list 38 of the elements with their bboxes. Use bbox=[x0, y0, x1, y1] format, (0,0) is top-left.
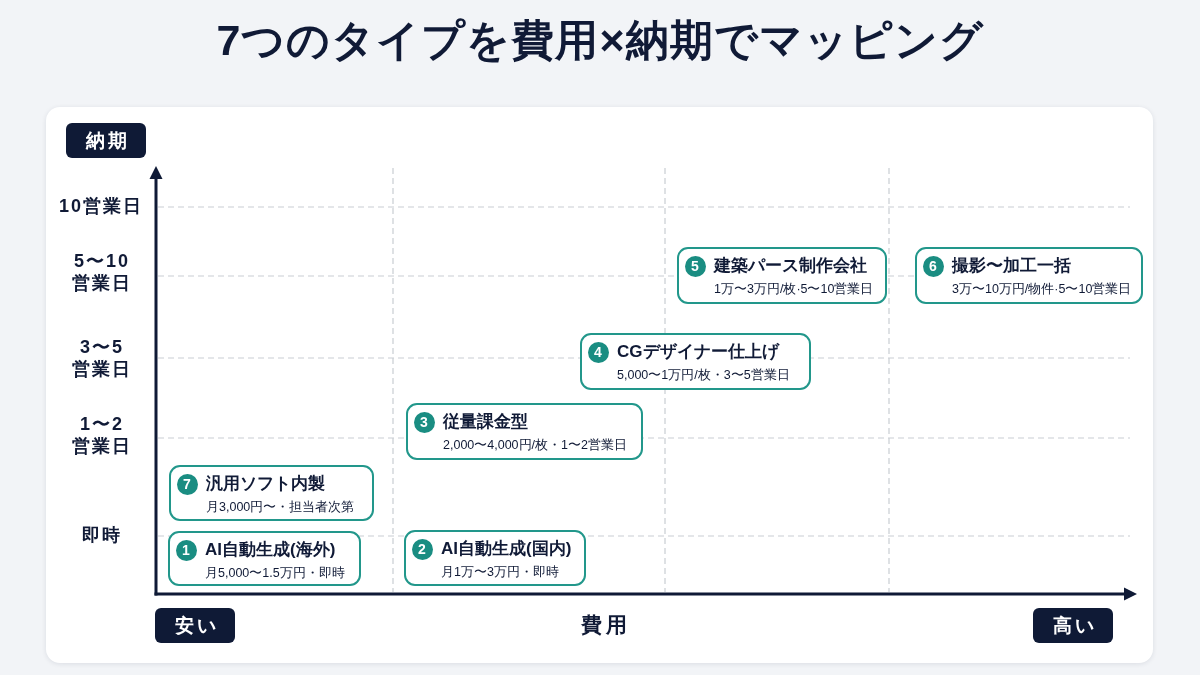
card-note: 月3,000円〜・担当者次第 bbox=[206, 499, 355, 515]
card-title: 建築パース制作会社 bbox=[714, 255, 867, 277]
axis-tick-label: 即時 bbox=[82, 524, 122, 546]
axis-tag: 高い bbox=[1033, 608, 1113, 643]
card-title: AI自動生成(国内) bbox=[441, 538, 572, 560]
card-title: 撮影〜加工一括 bbox=[952, 255, 1071, 277]
type-card bbox=[580, 333, 811, 390]
card-title: CGデザイナー仕上げ bbox=[617, 341, 779, 363]
card-title: AI自動生成(海外) bbox=[205, 539, 336, 561]
card-note: 2,000〜4,000円/枚・1〜2営業日 bbox=[443, 437, 627, 453]
number-badge: 5 bbox=[684, 255, 706, 277]
axis-tick-label: 3〜5営業日 bbox=[71, 336, 133, 380]
number-badge: 6 bbox=[922, 255, 944, 277]
axis-tag: 安い bbox=[155, 608, 235, 643]
card-note: 3万〜10万円/物件·5〜10営業日 bbox=[952, 281, 1132, 297]
number-badge: 1 bbox=[175, 539, 197, 561]
axis-tick-label: 5〜10営業日 bbox=[71, 250, 133, 294]
number-badge: 3 bbox=[413, 411, 435, 433]
number-badge: 7 bbox=[176, 473, 198, 495]
type-card bbox=[677, 247, 887, 304]
card-note: 1万〜3万円/枚·5〜10営業日 bbox=[714, 281, 874, 297]
axis-title: 費用 bbox=[581, 612, 631, 638]
axis-tag: 納期 bbox=[66, 123, 146, 158]
card-note: 5,000〜1万円/枚・3〜5営業日 bbox=[617, 367, 790, 383]
axis-tick-label: 10営業日 bbox=[59, 195, 143, 217]
page-title: 7つのタイプを費用×納期でマッピング bbox=[215, 15, 985, 66]
number-badge: 2 bbox=[411, 538, 433, 560]
type-card bbox=[404, 530, 586, 586]
type-card bbox=[406, 403, 643, 460]
card-note: 月5,000〜1.5万円・即時 bbox=[205, 565, 345, 581]
card-title: 従量課金型 bbox=[443, 411, 528, 433]
type-card bbox=[169, 465, 374, 521]
type-card bbox=[915, 247, 1144, 304]
number-badge: 4 bbox=[587, 341, 609, 363]
card-title: 汎用ソフト内製 bbox=[206, 473, 325, 495]
type-card bbox=[168, 531, 361, 586]
card-note: 月1万〜3万円・即時 bbox=[441, 564, 559, 580]
axis-tick-label: 1〜2営業日 bbox=[71, 413, 133, 457]
